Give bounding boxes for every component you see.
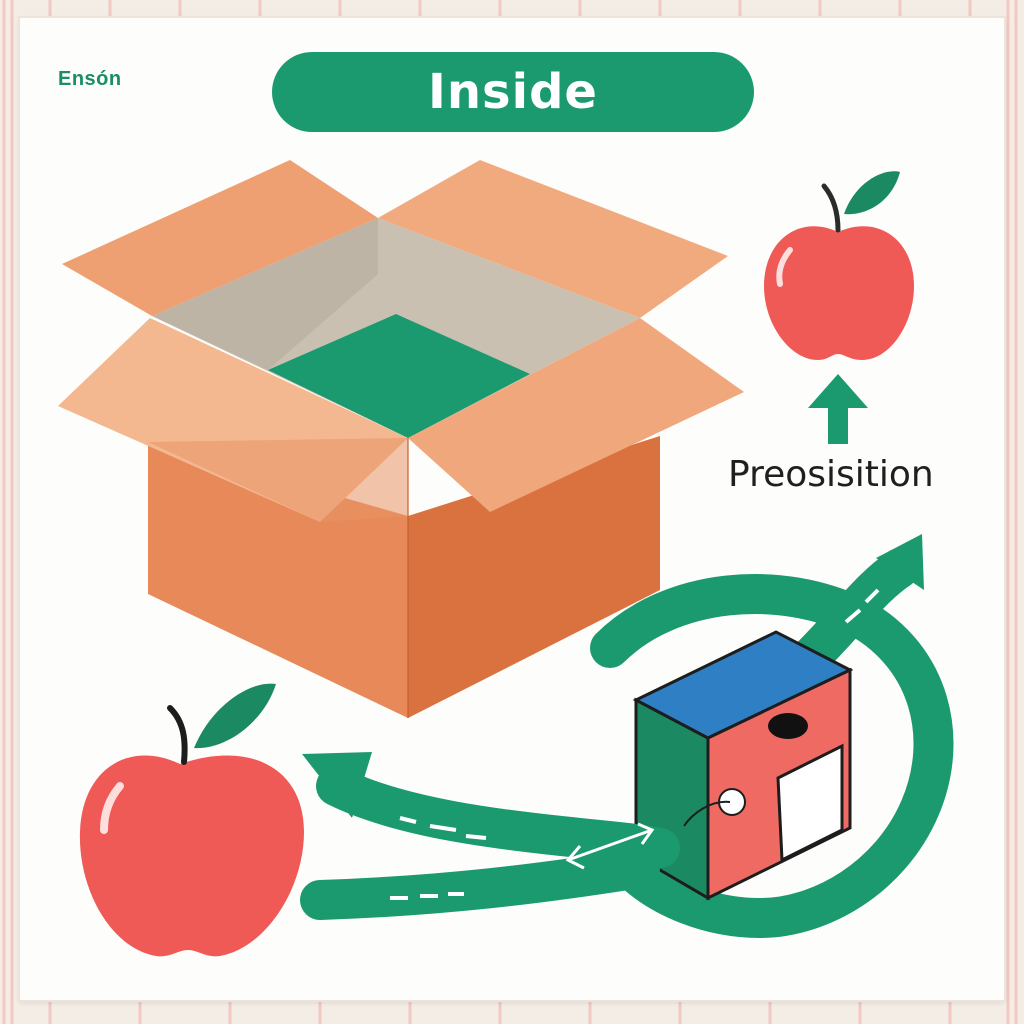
arrow-up-icon <box>808 374 868 444</box>
diagram-card: Ensón Inside Preosisition <box>20 18 1004 1000</box>
green-ring <box>590 574 954 939</box>
curved-arrow-icon-upper <box>790 534 924 678</box>
apple-icon-small <box>764 171 914 360</box>
open-cardboard-box-icon <box>58 160 744 718</box>
preposition-label: Preosisition <box>728 454 934 495</box>
page-title: Inside <box>428 64 598 120</box>
title-pill: Inside <box>272 52 754 132</box>
curved-arrow-icon-left <box>302 752 680 868</box>
arrow-band-lower <box>300 848 660 920</box>
apple-icon-large <box>79 683 304 957</box>
double-arrow-icon <box>565 822 655 870</box>
illustration-canvas <box>58 160 954 957</box>
corner-label: Ensón <box>58 68 122 90</box>
